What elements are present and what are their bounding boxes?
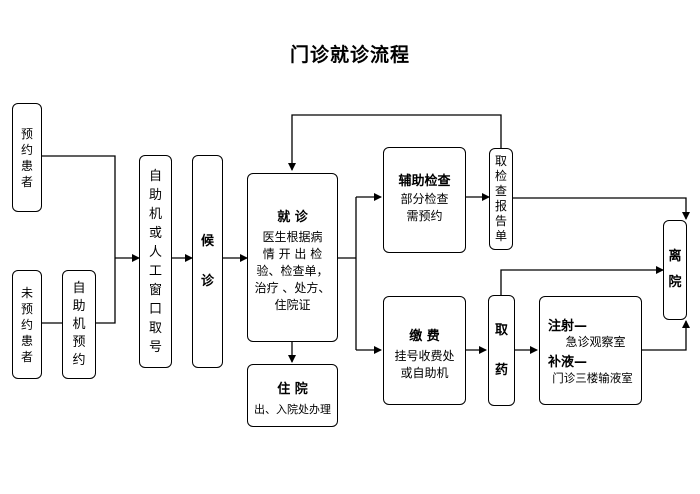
exam-label: 辅助检查 bbox=[398, 174, 451, 189]
consultation-line-3: 验、检查单， bbox=[256, 264, 329, 278]
node-leave: 离院 bbox=[663, 220, 687, 320]
consultation-line-2: 情 开 出 检 bbox=[262, 247, 323, 261]
payment-line-2: 或自助机 bbox=[400, 366, 449, 380]
vertical-label: 预约患者 bbox=[20, 126, 33, 189]
consultation-line-1: 医生根据病 bbox=[262, 230, 323, 244]
vertical-label: 自助机或人工窗口取号 bbox=[148, 168, 162, 355]
consultation-label: 就 诊 bbox=[277, 210, 308, 225]
treatment-injection-place: 急诊观察室 bbox=[565, 335, 626, 349]
treatment-infusion-place: 门诊三楼输液室 bbox=[552, 371, 633, 385]
node-appointment-patient: 预约患者 bbox=[12, 103, 42, 212]
node-get-number: 自助机或人工窗口取号 bbox=[139, 155, 172, 368]
node-consultation: 就 诊 医生根据病 情 开 出 检 验、检查单， 治疗 、处方、 住院证 bbox=[247, 173, 338, 342]
connector-appointment bbox=[41, 155, 116, 324]
hospitalization-label: 住 院 bbox=[277, 382, 308, 397]
node-treatment: 注射— 急诊观察室 补液— 门诊三楼输液室 bbox=[539, 296, 642, 405]
node-auxiliary-exam: 辅助检查 部分检查 需预约 bbox=[383, 147, 466, 253]
node-hospitalization: 住 院 出、入院处办理 bbox=[247, 364, 338, 427]
exam-line-2: 需预约 bbox=[406, 209, 443, 223]
node-payment: 缴 费 挂号收费处 或自助机 bbox=[383, 296, 466, 405]
node-waiting: 候诊 bbox=[192, 155, 223, 368]
node-get-medicine: 取药 bbox=[488, 295, 515, 406]
connector-report-to-leave bbox=[513, 197, 690, 220]
node-self-service-appointment: 自助机预约 bbox=[62, 270, 96, 379]
vertical-label: 未预约患者 bbox=[20, 285, 33, 364]
vertical-label: 自助机预约 bbox=[72, 280, 86, 368]
exam-line-1: 部分检查 bbox=[400, 192, 449, 206]
treatment-injection-label: 注射— bbox=[548, 319, 588, 334]
vertical-label: 候诊 bbox=[200, 233, 214, 289]
vertical-label: 取药 bbox=[494, 322, 508, 378]
treatment-infusion-label: 补液— bbox=[548, 355, 588, 370]
consultation-line-5: 住院证 bbox=[274, 298, 311, 312]
page-title: 门诊就诊流程 bbox=[289, 44, 410, 66]
vertical-label: 离院 bbox=[668, 249, 682, 290]
vertical-label: 取检查报告单 bbox=[494, 154, 507, 243]
consultation-line-4: 治疗 、处方、 bbox=[254, 281, 331, 295]
connector-report-loop bbox=[288, 114, 502, 171]
hospitalization-text: 出、入院处办理 bbox=[254, 403, 331, 416]
payment-line-1: 挂号收费处 bbox=[394, 349, 455, 363]
connector-treatment-to-leave bbox=[642, 320, 690, 351]
node-no-appointment-patient: 未预约患者 bbox=[12, 270, 42, 379]
connector-medicine-to-leave bbox=[500, 266, 664, 295]
node-get-report: 取检查报告单 bbox=[489, 148, 513, 250]
payment-label: 缴 费 bbox=[409, 329, 440, 344]
